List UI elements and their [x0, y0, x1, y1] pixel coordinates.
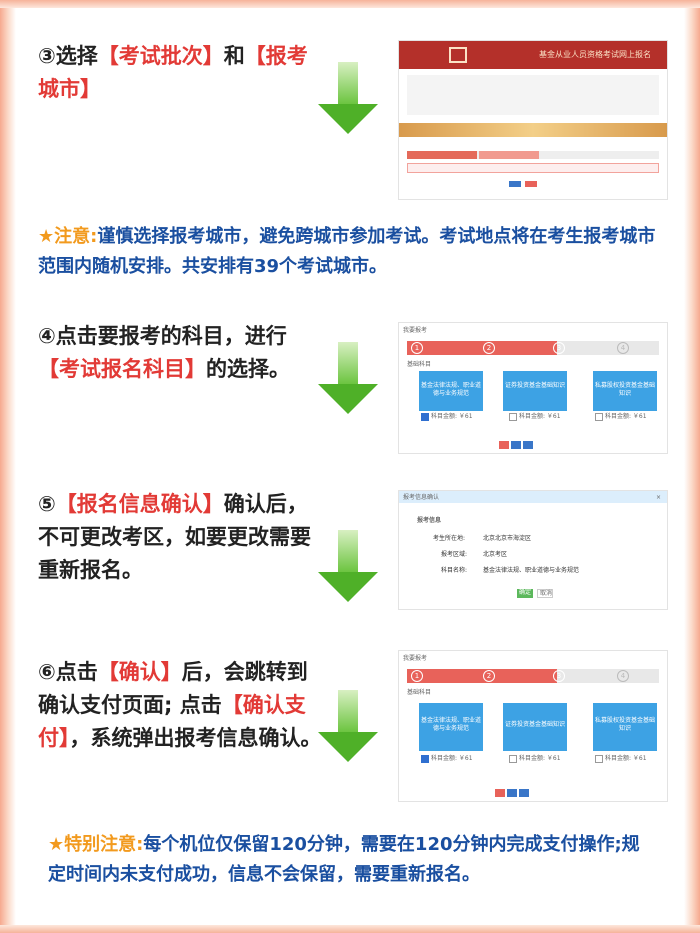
page-button-1[interactable]: [495, 789, 505, 797]
site-title: 基金从业人员资格考试网上报名: [539, 50, 651, 59]
page-button-2[interactable]: [511, 441, 521, 449]
note-payment-warning: ★特别注意:每个机位仅保留120分钟，需要在120分钟内完成支付操作;规定时间内…: [48, 830, 648, 890]
page-button-3[interactable]: [519, 789, 529, 797]
down-arrow-icon: [318, 62, 378, 138]
note-text: 每个机位仅保留120分钟，需要在120分钟内完成支付操作;规定时间内未支付成功，…: [48, 834, 640, 885]
step-6-mid: 后，会跳转到确认支付页面; 点击: [38, 660, 308, 717]
step-5-tail: 确认后，不可更改考区，如要更改需要重新报名。: [38, 492, 311, 582]
subject-card-3[interactable]: 私募股权投资基金基础知识: [593, 371, 657, 411]
down-arrow-icon: [318, 530, 378, 606]
down-arrow-icon: [318, 690, 378, 766]
notice-alert: [407, 163, 659, 173]
subject-checkbox-3[interactable]: [595, 413, 603, 421]
screenshot-confirm-dialog: 报考信息确认 × 报考信息 考生所在地: 北京北京市海淀区 报考区域: 北京考区…: [398, 490, 668, 610]
step-4-tail: 的选择。: [206, 357, 290, 381]
star-note-label: ★特别注意:: [48, 834, 144, 855]
panel-header: 我要报考: [403, 655, 428, 662]
dialog-header: [399, 491, 667, 503]
row-label-1: 考生所在地:: [433, 535, 466, 542]
page-button-1[interactable]: [499, 441, 509, 449]
gold-nav-bar: [399, 123, 667, 137]
step-3-text: ③选择【考试批次】和【报考城市】: [38, 40, 328, 106]
ok-label: 确定: [519, 589, 532, 596]
subject-fee-1: 科目金额: ￥61: [431, 413, 473, 420]
bottom-border: [0, 925, 700, 933]
screenshot-registration-batch: 基金从业人员资格考试网上报名: [398, 40, 668, 200]
note-city-warning: ★注意:谨慎选择报考城市，避免跨城市参加考试。考试地点将在考生报考城市范围内随机…: [38, 222, 668, 282]
step-6-tail: ，系统弹出报考信息确认。: [69, 726, 322, 750]
subject-fee-3: 科目金额: ￥61: [605, 755, 647, 762]
step-5-lead: ⑤: [38, 492, 56, 516]
close-icon[interactable]: ×: [655, 494, 661, 501]
progress-steps: [407, 151, 659, 159]
step-3-highlight-city: 【报考城市】: [38, 44, 308, 101]
subject-checkbox-3[interactable]: [595, 755, 603, 763]
step-3-lead: ③选择: [38, 44, 98, 68]
step-4-text: ④点击要报考的科目，进行【考试报名科目】的选择。: [38, 320, 328, 386]
top-border: [0, 0, 700, 8]
subject-fee-2: 科目金额: ￥61: [519, 755, 561, 762]
row-value-3: 基金法律法规、职业道德与业务规范: [483, 567, 580, 574]
page-button-2[interactable]: [507, 789, 517, 797]
batch-form-card: [407, 75, 659, 115]
step-6-text: ⑥点击【确认】后，会跳转到确认支付页面; 点击【确认支付】，系统弹出报考信息确认…: [38, 656, 328, 755]
row-label-2: 报考区域:: [441, 551, 468, 558]
subject-card-2[interactable]: 证券投资基金基础知识: [503, 703, 567, 751]
panel-header: 我要报考: [403, 327, 428, 334]
next-button[interactable]: [525, 181, 537, 187]
step-6-lead: ⑥点击: [38, 660, 98, 684]
subject-fee-1: 科目金额: ￥61: [431, 755, 473, 762]
site-logo-icon: [449, 47, 467, 63]
row-value-2: 北京考区: [483, 551, 508, 558]
step-3-highlight-batch: 【考试批次】: [97, 44, 224, 68]
subject-checkbox-1[interactable]: [421, 755, 429, 763]
dialog-title: 报考信息确认: [403, 494, 440, 501]
dialog-section: 报考信息: [417, 517, 442, 524]
site-banner: [399, 41, 667, 69]
star-note-label: ★注意:: [38, 226, 98, 247]
step-4-lead: ④点击要报考的科目，进行: [38, 324, 287, 348]
step-5-text: ⑤【报名信息确认】确认后，不可更改考区，如要更改需要重新报名。: [38, 488, 328, 587]
step-3-and: 和: [223, 44, 245, 68]
subject-card-2[interactable]: 证券投资基金基础知识: [503, 371, 567, 411]
note-text: 谨慎选择报考城市，避免跨城市参加考试。考试地点将在考生报考城市范围内随机安排。共…: [38, 226, 656, 277]
row-label-3: 科目名称:: [441, 567, 468, 574]
step-6-highlight-pay: 【确认支付】: [38, 693, 306, 750]
step-5-highlight: 【报名信息确认】: [55, 492, 224, 516]
subject-card-1[interactable]: 基金法律法规、职业道德与业务规范: [419, 371, 483, 411]
cancel-label: 取消: [540, 590, 553, 597]
row-value-1: 北京北京市海淀区: [483, 535, 532, 542]
section-title: 基础科目: [407, 689, 432, 696]
confirm-cancel-button[interactable]: 取消: [537, 589, 553, 598]
subject-checkbox-2[interactable]: [509, 755, 517, 763]
section-title: 基础科目: [407, 361, 432, 368]
subject-card-3[interactable]: 私募股权投资基金基础知识: [593, 703, 657, 751]
subject-fee-3: 科目金额: ￥61: [605, 413, 647, 420]
subject-checkbox-1[interactable]: [421, 413, 429, 421]
step-6-highlight-confirm: 【确认】: [97, 660, 182, 684]
step-4-highlight: 【考试报名科目】: [38, 357, 206, 381]
prev-button[interactable]: [509, 181, 521, 187]
confirm-ok-button[interactable]: 确定: [517, 589, 533, 598]
subject-checkbox-2[interactable]: [509, 413, 517, 421]
subject-card-1[interactable]: 基金法律法规、职业道德与业务规范: [419, 703, 483, 751]
subject-fee-2: 科目金额: ￥61: [519, 413, 561, 420]
page-button-3[interactable]: [523, 441, 533, 449]
down-arrow-icon: [318, 342, 378, 418]
